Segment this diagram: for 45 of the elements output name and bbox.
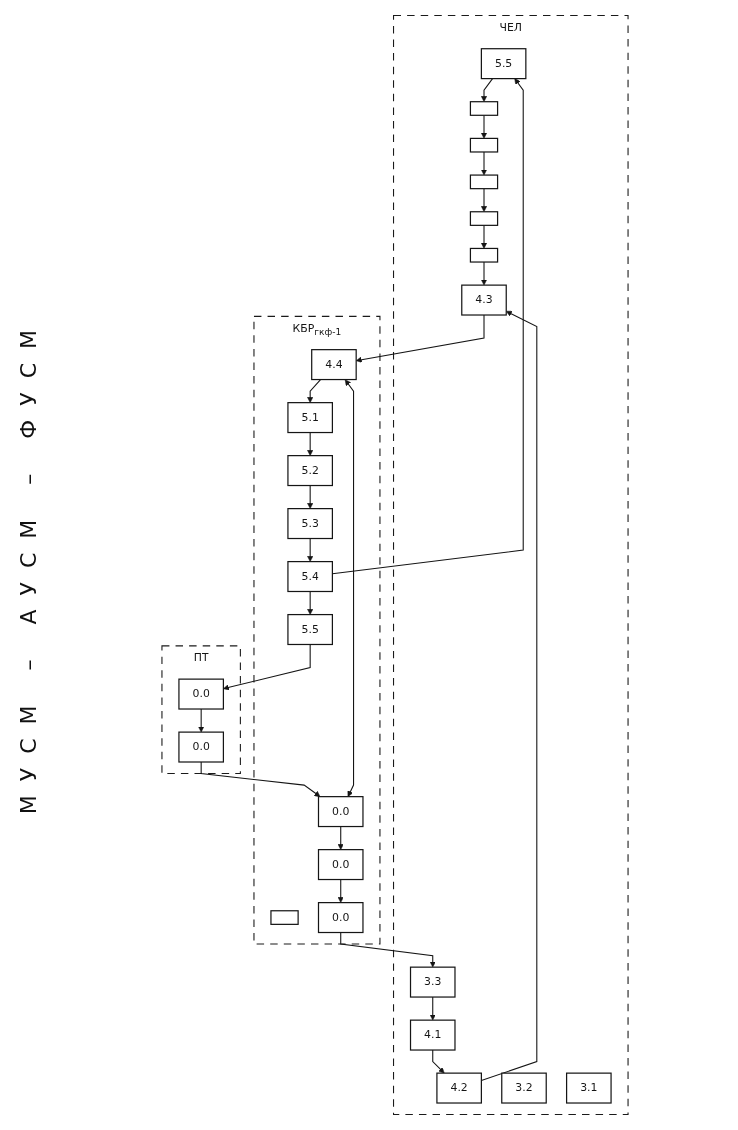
node-box xyxy=(270,910,299,925)
arrow xyxy=(198,708,205,733)
arrow xyxy=(429,996,436,1021)
node-box: 5.4 xyxy=(287,561,333,593)
node-box: 0.0 xyxy=(178,731,224,763)
node-box: 5.2 xyxy=(287,455,333,487)
node-box xyxy=(469,101,499,116)
arrow xyxy=(307,379,322,403)
node-box: 3.2 xyxy=(501,1072,547,1104)
arrow xyxy=(337,878,344,903)
arrow xyxy=(340,931,436,968)
node-box: 5.1 xyxy=(287,402,333,434)
side-label: МУСМ – АУСМ – ФУСМ xyxy=(15,315,41,815)
arrow xyxy=(307,590,314,615)
node-box: 0.0 xyxy=(317,796,364,828)
arrow xyxy=(481,261,487,286)
arrow xyxy=(337,826,344,850)
arrow xyxy=(223,643,311,691)
node-box xyxy=(469,174,499,190)
arrow xyxy=(481,78,494,102)
arrow xyxy=(481,151,487,176)
arrow xyxy=(481,224,487,249)
arrow xyxy=(200,761,321,797)
arrow xyxy=(307,484,314,509)
arrow xyxy=(481,188,487,213)
arrow xyxy=(307,432,314,456)
node-box: 4.4 xyxy=(311,349,357,381)
node-box xyxy=(469,247,499,263)
node-box: 4.1 xyxy=(409,1019,456,1051)
node-box: 3.3 xyxy=(409,966,456,998)
node-box xyxy=(469,137,499,153)
arrow xyxy=(432,1049,445,1074)
node-box: 0.0 xyxy=(317,849,364,881)
node-box: 4.2 xyxy=(436,1072,482,1104)
arrow xyxy=(307,537,314,562)
node-box xyxy=(469,211,499,226)
node-box: 3.1 xyxy=(566,1072,612,1104)
node-box: 5.5 xyxy=(287,614,333,646)
node-box: 4.3 xyxy=(461,284,507,316)
node-box: 0.0 xyxy=(317,902,364,934)
node-box: 5.5 xyxy=(480,48,527,80)
node-box: 0.0 xyxy=(178,678,224,710)
arrow xyxy=(344,379,355,797)
arrow xyxy=(481,114,487,139)
node-box: 5.3 xyxy=(287,508,333,540)
